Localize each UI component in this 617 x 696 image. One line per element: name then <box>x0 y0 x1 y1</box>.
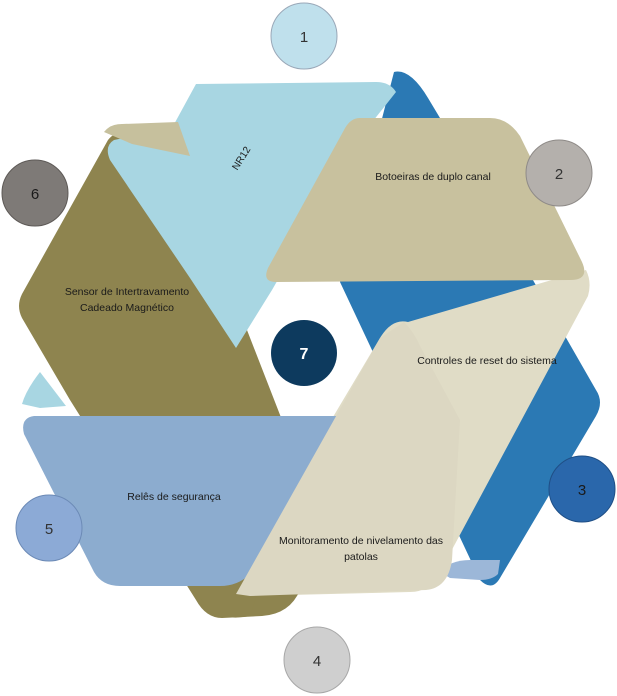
circle-5: 5 <box>15 494 83 562</box>
segment-4-label-line-2: patolas <box>344 551 378 563</box>
segment-1-top-fold <box>104 122 190 156</box>
circle-2: 2 <box>525 139 593 207</box>
circle-5-number: 5 <box>45 521 53 538</box>
circle-7-number: 7 <box>300 346 309 363</box>
segment-2-label: Botoeiras de duplo canal <box>375 171 491 183</box>
circle-4-number: 4 <box>313 653 321 670</box>
circle-4: 4 <box>283 626 351 694</box>
segment-6-label-line-1: Sensor de Intertravamento <box>65 286 189 298</box>
circle-6-number: 6 <box>31 186 39 203</box>
circle-7: 7 <box>271 320 337 386</box>
circle-3: 3 <box>548 455 616 523</box>
segment-4-front <box>236 322 460 596</box>
circle-6: 6 <box>1 159 69 227</box>
circle-2-number: 2 <box>555 166 563 183</box>
circle-3-number: 3 <box>578 482 586 499</box>
circle-1-number: 1 <box>300 29 308 46</box>
circle-1: 1 <box>270 2 338 70</box>
segment-2-ribbon <box>266 118 585 282</box>
segment-4-label-line-1: Monitoramento de nivelamento das <box>279 535 443 547</box>
segment-5-tail <box>440 560 500 580</box>
segment-5-label: Relês de segurança <box>127 491 221 503</box>
segment-3-label: Controles de reset do sistema <box>417 355 557 367</box>
segment-6-label-line-2: Cadeado Magnético <box>80 302 174 314</box>
segment-1-left-tail <box>22 372 66 408</box>
